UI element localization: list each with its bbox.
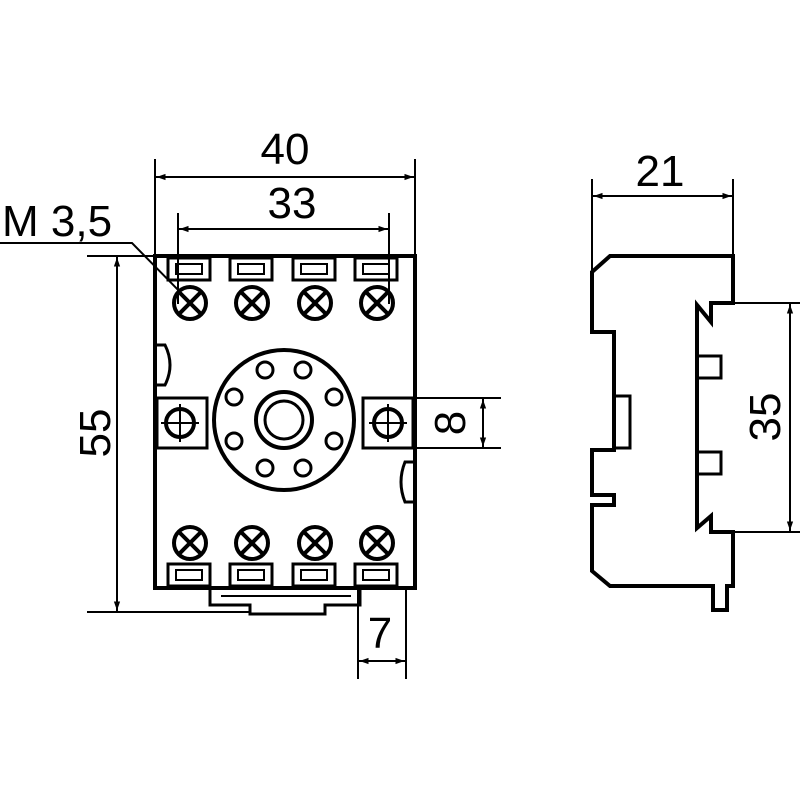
socket-pins bbox=[224, 360, 344, 478]
terminal-tab bbox=[291, 562, 337, 588]
terminal-tab bbox=[228, 562, 274, 588]
screw-terminal-icon bbox=[172, 525, 208, 561]
socket-pin bbox=[224, 431, 244, 451]
terminal-tab bbox=[166, 256, 212, 282]
terminal-tab bbox=[353, 256, 399, 282]
top-terminal-tabs bbox=[166, 256, 399, 282]
din-rail-clip-icon bbox=[695, 354, 723, 476]
dim-label-m35: M 3,5 bbox=[2, 197, 112, 246]
right-notch bbox=[399, 460, 417, 504]
screw-terminal-icon bbox=[359, 285, 395, 321]
socket-pin bbox=[255, 360, 275, 380]
screw-terminal-icon bbox=[297, 525, 333, 561]
socket-pin bbox=[293, 458, 313, 478]
dim-label-21: 21 bbox=[636, 147, 685, 196]
screw-terminal-icon bbox=[172, 285, 208, 321]
dim-overall-height: 55 bbox=[71, 255, 251, 613]
dim-rail-width: 35 bbox=[732, 302, 800, 533]
front-view: 40 33 M 3,5 55 8 7 bbox=[0, 125, 501, 679]
socket-pin bbox=[324, 431, 344, 451]
dim-screw-spacing: 33 bbox=[177, 179, 390, 304]
terminal-tab bbox=[291, 256, 337, 282]
left-notch bbox=[153, 343, 172, 387]
top-screws bbox=[172, 285, 395, 321]
dim-terminal-pitch: 7 bbox=[357, 587, 407, 679]
dim-label-40: 40 bbox=[261, 125, 310, 174]
screw-terminal-icon bbox=[359, 525, 395, 561]
socket-pin bbox=[255, 458, 275, 478]
bottom-terminal-tabs bbox=[166, 562, 399, 588]
socket-pin bbox=[224, 387, 244, 407]
screw-terminal-icon bbox=[234, 525, 270, 561]
screw-terminal-icon bbox=[297, 285, 333, 321]
dim-side-depth: 21 bbox=[591, 147, 734, 273]
terminal-tab bbox=[353, 562, 399, 588]
side-center-bar bbox=[612, 394, 632, 450]
bottom-clip bbox=[208, 586, 362, 616]
dim-mount-hole: 8 bbox=[412, 397, 501, 449]
socket-pin bbox=[324, 387, 344, 407]
dim-label-7: 7 bbox=[368, 609, 392, 658]
dim-overall-width: 40 bbox=[154, 125, 416, 257]
terminal-tab bbox=[166, 562, 212, 588]
socket-pin bbox=[293, 360, 313, 380]
octal-socket bbox=[212, 348, 356, 492]
center-key-hole bbox=[254, 390, 314, 450]
dim-screw-thread: M 3,5 bbox=[0, 197, 188, 300]
dim-label-35: 35 bbox=[741, 393, 790, 442]
screw-terminal-icon bbox=[234, 285, 270, 321]
bottom-screws bbox=[172, 525, 395, 561]
mounting-hole-right bbox=[361, 396, 415, 450]
dim-label-8: 8 bbox=[426, 411, 475, 435]
side-body-outline bbox=[590, 254, 735, 612]
dim-label-55: 55 bbox=[71, 409, 120, 458]
mounting-hole-left bbox=[155, 396, 209, 450]
dim-label-33: 33 bbox=[268, 179, 317, 228]
terminal-tab bbox=[228, 256, 274, 282]
side-view: 21 35 bbox=[590, 147, 800, 612]
socket-body bbox=[153, 254, 417, 590]
